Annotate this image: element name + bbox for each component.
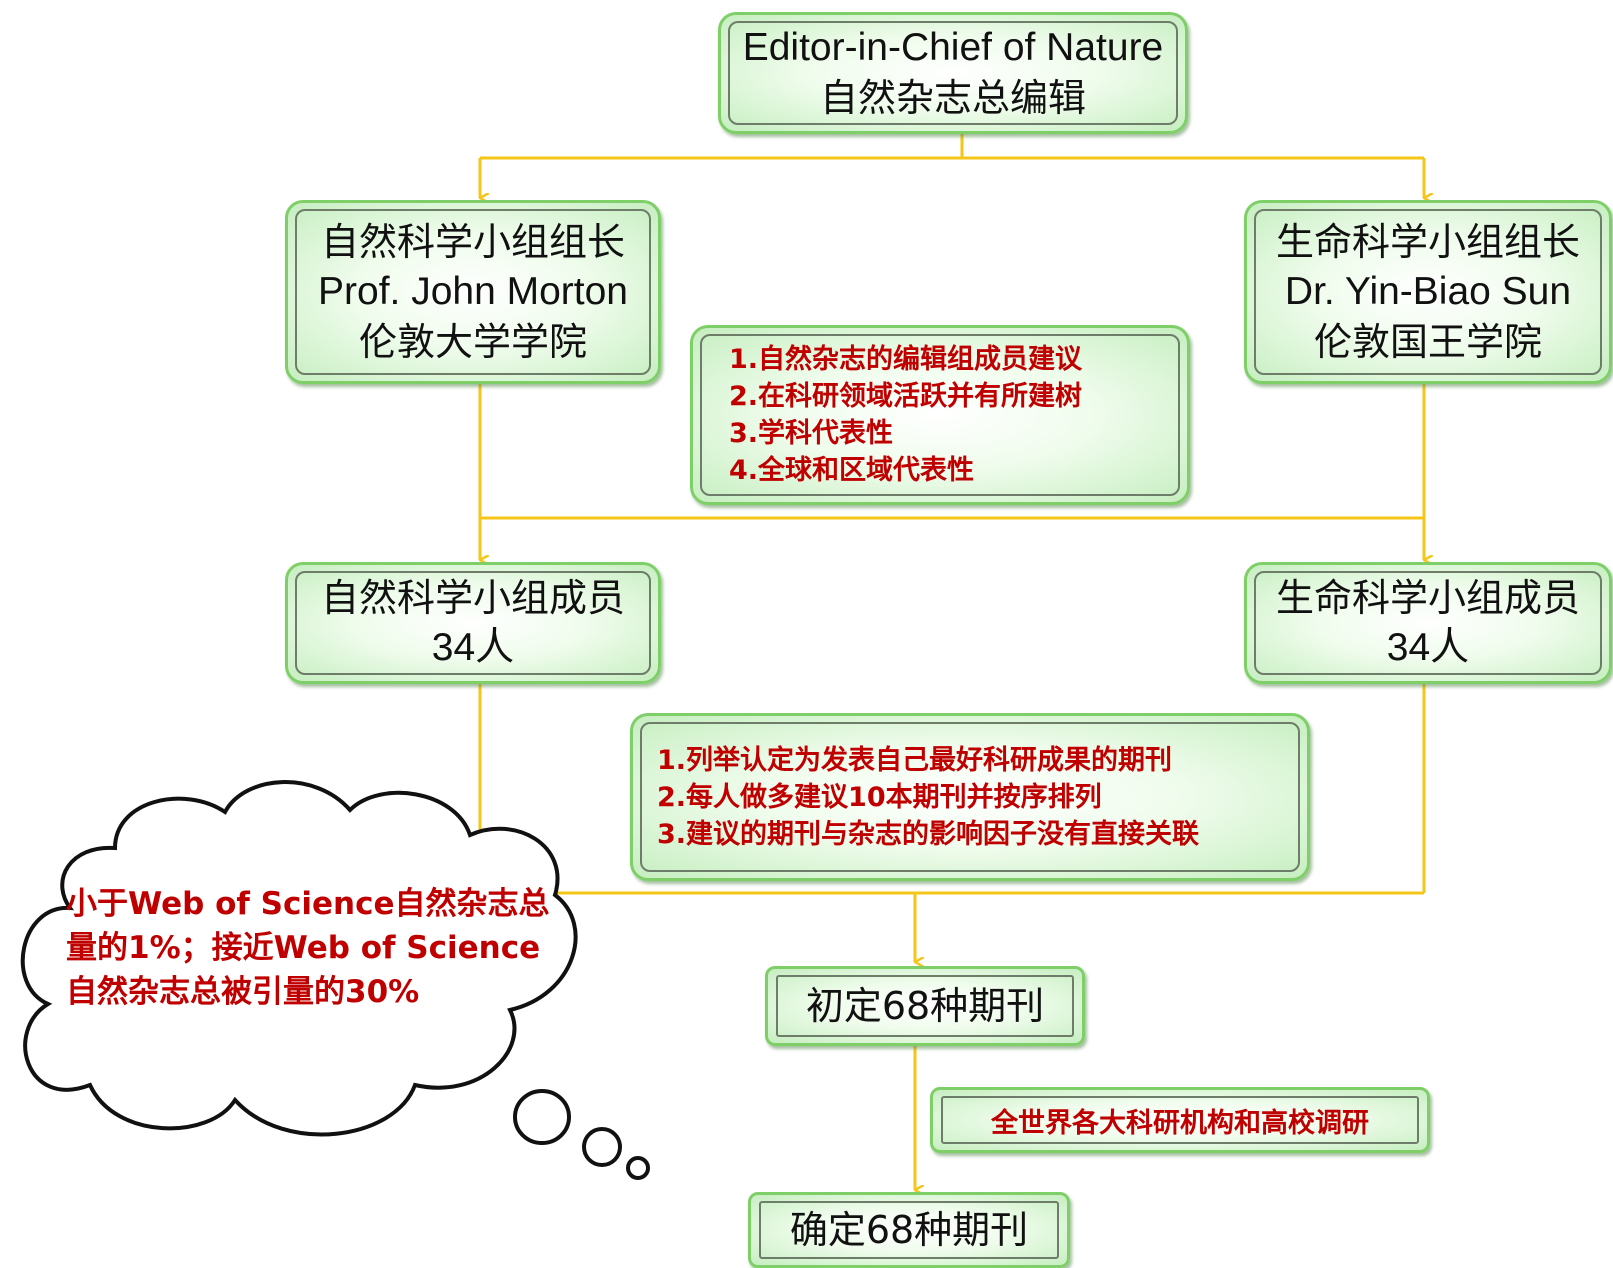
natural-lead-role: 自然科学小组组长 — [320, 220, 625, 264]
thought-cloud-shape — [20, 780, 578, 1137]
thought-dot-medium — [582, 1127, 622, 1167]
initial-selection-label: 初定68种期刊 — [805, 984, 1045, 1028]
criteria-item: 2.在科研领域活跃并有所建树 — [729, 381, 1083, 412]
life-science-lead-box: 生命科学小组组长 Dr. Yin-Biao Sun 伦敦国王学院 — [1244, 200, 1612, 384]
final-selection-box: 确定68种期刊 — [748, 1192, 1070, 1268]
thought-dot-large — [513, 1089, 571, 1145]
selection-criteria-box: 1.自然杂志的编辑组成员建议 2.在科研领域活跃并有所建树 3.学科代表性 4.… — [690, 325, 1190, 505]
editor-in-chief-box: Editor-in-Chief of Nature 自然杂志总编辑 — [718, 12, 1188, 134]
task-item: 2.每人做多建议10本期刊并按序排列 — [657, 781, 1102, 813]
editor-title-en: Editor-in-Chief of Nature — [742, 26, 1164, 69]
initial-selection-box: 初定68种期刊 — [765, 966, 1085, 1046]
life-lead-role: 生命科学小组组长 — [1275, 220, 1580, 264]
final-selection-label: 确定68种期刊 — [789, 1208, 1029, 1252]
criteria-item: 3.学科代表性 — [729, 418, 894, 449]
life-lead-name: Dr. Yin-Biao Sun — [1284, 270, 1572, 313]
life-lead-org: 伦敦国王学院 — [1313, 320, 1542, 364]
survey-note-box: 全世界各大科研机构和高校调研 — [930, 1087, 1430, 1153]
life-science-members-box: 生命科学小组成员 34人 — [1244, 562, 1612, 684]
natural-members-label: 自然科学小组成员 — [320, 576, 625, 620]
life-members-label: 生命科学小组成员 — [1275, 576, 1580, 620]
natural-lead-org: 伦敦大学学院 — [358, 320, 587, 364]
natural-members-count: 34人 — [431, 626, 515, 669]
task-item: 1.列举认定为发表自己最好科研成果的期刊 — [657, 744, 1173, 776]
criteria-item: 4.全球和区域代表性 — [729, 455, 975, 486]
thought-dot-small — [626, 1156, 650, 1180]
natural-science-members-box: 自然科学小组成员 34人 — [285, 562, 661, 684]
natural-science-lead-box: 自然科学小组组长 Prof. John Morton 伦敦大学学院 — [285, 200, 661, 384]
thought-bubble-text: 小于Web of Science自然杂志总量的1%；接近Web of Scien… — [66, 886, 550, 1010]
editor-title-cn: 自然杂志总编辑 — [819, 76, 1086, 120]
natural-lead-name: Prof. John Morton — [318, 270, 628, 313]
criteria-item: 1.自然杂志的编辑组成员建议 — [729, 344, 1083, 375]
survey-note-label: 全世界各大科研机构和高校调研 — [991, 1107, 1369, 1139]
life-members-count: 34人 — [1386, 626, 1470, 669]
task-item: 3.建议的期刊与杂志的影响因子没有直接关联 — [657, 818, 1200, 850]
member-tasks-box: 1.列举认定为发表自己最好科研成果的期刊 2.每人做多建议10本期刊并按序排列 … — [630, 713, 1310, 881]
